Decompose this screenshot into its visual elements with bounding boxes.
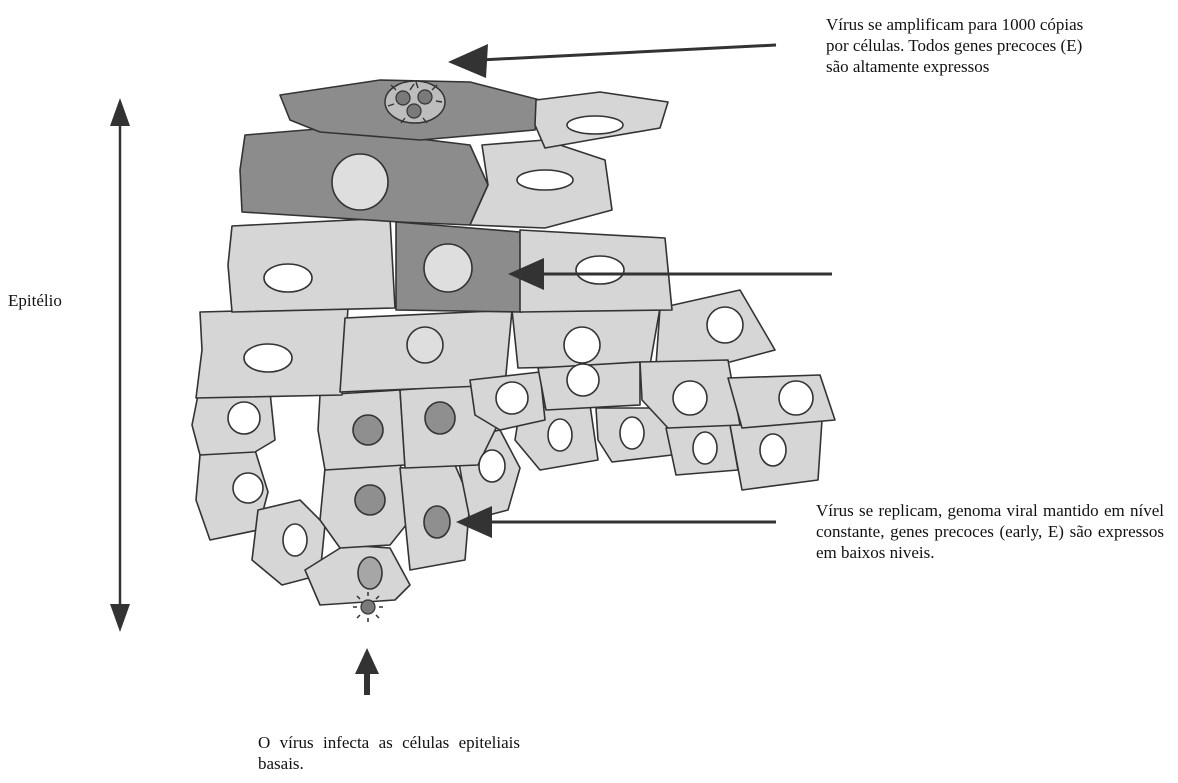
middle-annotation-label: Vírus se replicam, genoma viral mantido … xyxy=(816,500,1164,563)
nucleus xyxy=(548,419,572,451)
nucleus xyxy=(620,417,644,449)
arrow-bottom-up xyxy=(355,648,379,695)
nucleus xyxy=(673,381,707,415)
epithelium-label: Epitélio xyxy=(8,290,62,311)
cell xyxy=(228,218,395,312)
nucleus xyxy=(332,154,388,210)
nucleus-infected xyxy=(358,557,382,589)
epithelium-height-arrow xyxy=(110,98,130,632)
nucleus xyxy=(779,381,813,415)
nucleus xyxy=(479,450,505,482)
arrow-top xyxy=(448,44,776,78)
nucleus xyxy=(760,434,786,466)
nucleus-infected xyxy=(355,485,385,515)
nucleus xyxy=(407,327,443,363)
nucleus xyxy=(693,432,717,464)
nucleus xyxy=(496,382,528,414)
nucleus xyxy=(283,524,307,556)
nucleus xyxy=(567,364,599,396)
nucleus-infected xyxy=(424,506,450,538)
nucleus xyxy=(233,473,263,503)
nucleus xyxy=(567,116,623,134)
nucleus xyxy=(228,402,260,434)
nucleus-infected xyxy=(353,415,383,445)
nucleus xyxy=(264,264,312,292)
nucleus-infected xyxy=(425,402,455,434)
nucleus xyxy=(707,307,743,343)
nucleus xyxy=(576,256,624,284)
nucleus xyxy=(424,244,472,292)
bottom-annotation-label: O vírus infecta as células epiteliais ba… xyxy=(258,732,520,774)
nucleus xyxy=(244,344,292,372)
virus-cluster xyxy=(385,81,445,123)
top-annotation-label: Vírus se amplificam para 1000 cópias por… xyxy=(826,14,1086,77)
nucleus xyxy=(564,327,600,363)
nucleus xyxy=(517,170,573,190)
